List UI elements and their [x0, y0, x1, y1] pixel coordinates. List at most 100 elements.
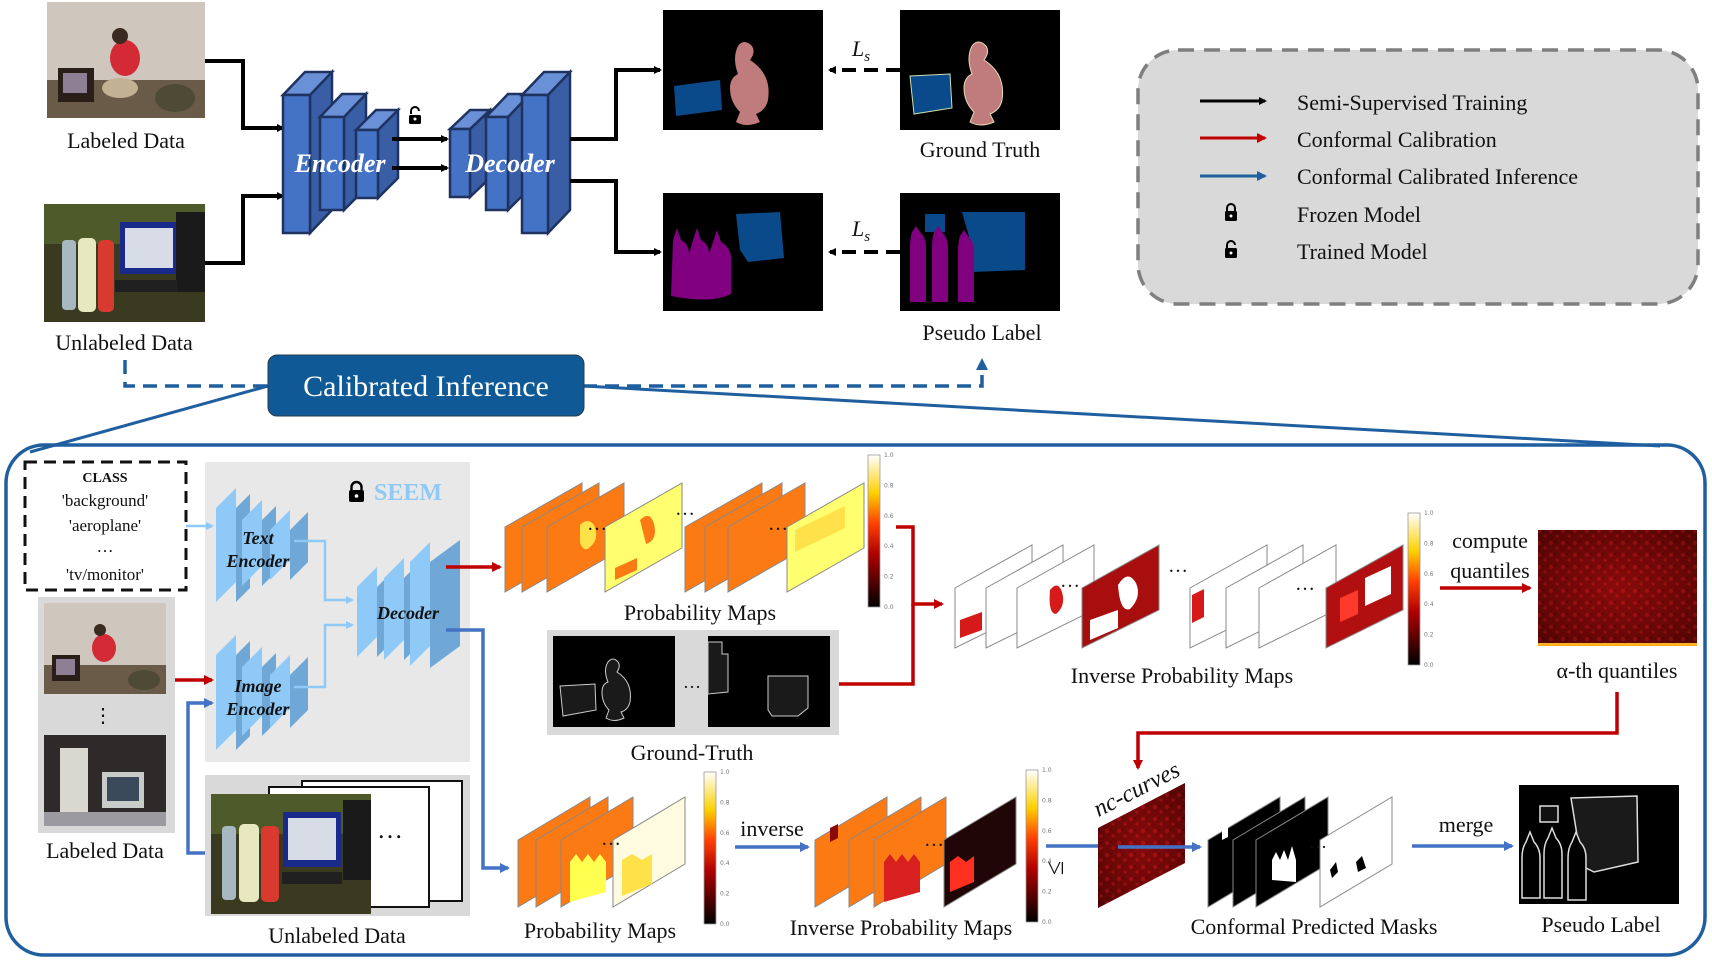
top-labeled-data-caption: Labeled Data	[67, 128, 185, 153]
colorbar-tick-label: 0.0	[1042, 919, 1052, 926]
colorbar-tick-label: 0.8	[720, 799, 730, 806]
arrow-quantiles-to-nc-curves	[1133, 692, 1619, 770]
colorbar-tick-label: 0.4	[884, 543, 894, 550]
arrow-image-encoder-to-decoder	[294, 621, 354, 689]
arrow-labeled-to-encoder	[205, 59, 285, 132]
colorbar-tick-label: 0.2	[1042, 889, 1052, 896]
merge-label: merge	[1439, 812, 1494, 837]
class-item-tv-monitor: 'tv/monitor'	[66, 565, 144, 584]
colorbar-tick-label: 0.4	[720, 860, 730, 867]
inverse-maps-ellipsis-3: …	[1295, 573, 1315, 595]
colorbar-tick-label: 1.0	[1042, 767, 1052, 774]
arrow-prob-maps-to-inverse	[896, 525, 944, 609]
colorbar-tick-label: 1.0	[884, 452, 894, 459]
inverse-maps-ellipsis-1: …	[1060, 570, 1080, 592]
colorbar-tick-label: 0.2	[1424, 632, 1434, 639]
probability-maps-caption-inference: Probability Maps	[524, 918, 676, 943]
colorbar-tick-label: 0.0	[884, 604, 894, 611]
zoom-line-right	[583, 384, 1661, 448]
colorbar-inverse-maps-inference: 1.0 0.8 0.6 0.4 0.2 0.0	[1025, 767, 1052, 926]
arrow-decoder-to-pred-bottom	[570, 179, 662, 256]
colorbar-tick-label: 0.6	[1042, 828, 1052, 835]
legend-label-trained-model: Trained Model	[1297, 239, 1428, 264]
calibrated-inference-panel	[4, 443, 1707, 957]
image-encoder-block[interactable]	[216, 635, 308, 750]
legend-label-frozen-model: Frozen Model	[1297, 202, 1421, 227]
top-decoder-block[interactable]	[446, 68, 573, 237]
colorbar-tick-label: 0.0	[1424, 662, 1434, 669]
compute-quantiles-line2: quantiles	[1450, 558, 1529, 583]
class-item-aeroplane: 'aeroplane'	[69, 516, 141, 535]
dashed-path-arrowhead	[976, 358, 988, 370]
arrow-ground-truth-to-inverse	[839, 604, 915, 686]
colorbar-prob-maps-calibration: 1.00.80.60.40.20.0	[867, 452, 894, 611]
class-title: CLASS	[82, 471, 127, 486]
alpha-quantiles-caption: α-th quantiles	[1557, 658, 1678, 683]
compute-quantiles-line1: compute	[1452, 528, 1528, 553]
legend-locked-padlock-icon	[1225, 203, 1237, 221]
text-encoder-label-line2: Encoder	[226, 551, 291, 571]
inverse-probability-maps-inference	[814, 796, 1017, 908]
colorbar-tick-label: 0.8	[884, 482, 894, 489]
calibrated-inference-dashed-path	[123, 360, 984, 388]
arrow-decoder-to-prob-maps-inference	[446, 628, 510, 873]
top-encoder-block[interactable]	[280, 68, 402, 237]
image-encoder-label-line1: Image	[234, 676, 282, 696]
colorbar-tick-label: 1.0	[1424, 510, 1434, 517]
top-decoder-label: Decoder	[464, 149, 555, 178]
conformal-predicted-masks	[1207, 794, 1393, 908]
probability-maps-caption-calibration: Probability Maps	[624, 600, 776, 625]
panel-labeled-image-2	[44, 735, 166, 826]
top-encoder-label: Encoder	[294, 149, 387, 178]
final-pseudo-label	[1519, 785, 1679, 904]
colorbar-gradient	[1407, 512, 1421, 666]
colorbar-tick-label: 0.4	[1042, 858, 1052, 865]
class-prompt-box: CLASS 'background' 'aeroplane' … 'tv/mon…	[23, 460, 188, 592]
inverse-probability-maps-caption-inference: Inverse Probability Maps	[790, 915, 1012, 940]
image-encoder-label-line2: Encoder	[226, 699, 291, 719]
predicted-mask-labeled	[663, 10, 823, 130]
colorbar-tick-label: 0.8	[1042, 797, 1052, 804]
legend-label-semi-supervised: Semi-Supervised Training	[1297, 90, 1527, 115]
arrow-decoder-to-pred-top	[570, 66, 662, 141]
predicted-mask-unlabeled	[663, 193, 823, 311]
seem-decoder-block[interactable]	[357, 540, 460, 668]
class-item-ellipsis: …	[97, 537, 114, 556]
conformal-masks-ellipsis: …	[1309, 832, 1327, 852]
legend-label-conformal-calibration: Conformal Calibration	[1297, 127, 1497, 152]
inverse-maps-ellipsis-2: …	[1168, 555, 1188, 577]
colorbar-tick-label: 0.0	[720, 921, 730, 928]
colorbar-tick-label: 0.6	[1424, 571, 1434, 578]
prob-maps-inference-ellipsis: …	[601, 828, 621, 850]
panel-unlabeled-data-caption: Unlabeled Data	[268, 923, 406, 948]
colorbar-tick-label: 0.4	[1424, 601, 1434, 608]
colorbar-inverse-maps-calibration: 1.0 0.8 0.6 0.4 0.2 0.0	[1407, 510, 1434, 669]
inverse-probability-maps-calibration	[954, 544, 1404, 649]
pseudo-label-mask-top	[900, 193, 1060, 311]
colorbar-tick-label: 0.6	[720, 830, 730, 837]
arrow-text-encoder-to-decoder	[294, 539, 354, 604]
leq-symbol: ≤	[1040, 861, 1069, 875]
colorbar-tick-label: 0.6	[884, 513, 894, 520]
calibrated-inference-label: Calibrated Inference	[303, 370, 549, 403]
text-encoder-block[interactable]	[216, 488, 308, 602]
text-encoder-label-line1: Text	[242, 528, 274, 548]
inverse-label: inverse	[740, 816, 804, 841]
conformal-predicted-masks-caption: Conformal Predicted Masks	[1191, 914, 1438, 939]
calibrated-inference-button[interactable]: Calibrated Inference	[267, 354, 585, 417]
colorbar-gradient	[703, 771, 717, 925]
top-labeled-image	[47, 2, 205, 118]
final-pseudo-label-caption: Pseudo Label	[1541, 912, 1660, 937]
colorbar-tick-label: 1.0	[720, 769, 730, 776]
pseudo-label-caption-top: Pseudo Label	[922, 320, 1041, 345]
arrow-unlabeled-to-encoder	[205, 192, 285, 265]
alpha-quantiles-map	[1538, 530, 1697, 646]
ground-truth-ellipsis: …	[683, 672, 701, 692]
labeled-vdots: ⋮	[93, 705, 113, 727]
colorbar-tick-label: 0.8	[1424, 540, 1434, 547]
panel-unlabeled-image	[211, 794, 371, 914]
prob-maps-ellipsis-2: …	[675, 498, 695, 520]
legend-unlocked-padlock-icon	[1225, 240, 1237, 258]
ground-truth-outline-1	[553, 636, 675, 727]
